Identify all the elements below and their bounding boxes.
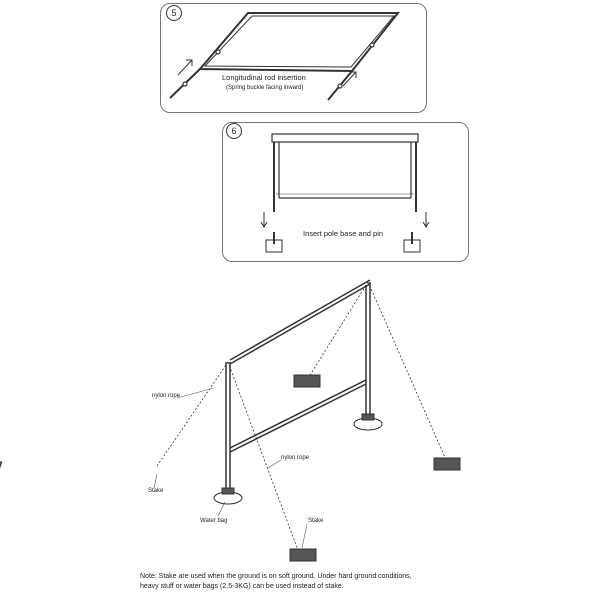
insertion-arrows [177,59,357,87]
step-5-caption: Longitudinal rod insertion [222,73,306,82]
step-6-panel [222,122,469,262]
nylon-ropes [156,281,448,554]
water-bag-bases [213,413,383,505]
stake-label-center: Stake [308,518,324,524]
frame-front-view [271,133,419,212]
nylon-rope-label-left: nylon rope [152,393,181,399]
ground-note: Note: Stake are used when the ground is … [140,572,460,592]
assembled-screen-frame [225,279,371,488]
note-line-1: Note: Stake are used when the ground is … [140,573,412,580]
nylon-rope-label-center: nylon rope [281,455,310,461]
pole-down-arrows [260,212,430,228]
stake-label-left: Stake [148,488,164,494]
step-6-number: 6 [226,123,242,139]
note-line-2: heavy stuff or water bags (2.5-3KG) can … [140,583,344,590]
step-5-number: 5 [166,5,182,21]
stake-pads [0,374,461,562]
step-5-subcaption: (Spring buckle facing inward) [226,85,304,91]
step-6-caption: Insert pole base and pin [303,229,384,238]
frame-rods-perspective [169,12,401,101]
pole-bases-step6 [265,232,421,253]
leader-lines [153,387,308,549]
water-bag-label: Water bag [200,518,228,524]
